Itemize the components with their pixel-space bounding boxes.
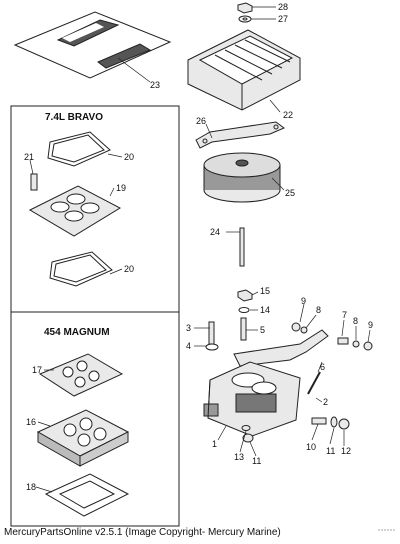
part-6-linkage-bracket	[233, 329, 329, 367]
callout-21: 21	[24, 152, 34, 162]
callout-27: 27	[278, 14, 288, 24]
part-8-bushing-right	[352, 340, 360, 348]
part-20-gasket-upper	[47, 131, 111, 167]
part-4-washer	[205, 343, 219, 351]
callout-8-left: 8	[316, 305, 321, 315]
part-24-stud	[239, 227, 245, 267]
callout-18: 18	[26, 482, 36, 492]
part-1-carburetor	[203, 361, 301, 437]
magnum-section-box	[10, 311, 180, 527]
part-2-rod	[307, 371, 321, 395]
part-18-gasket	[44, 473, 130, 517]
part-14-washer	[238, 307, 250, 313]
part-21-screw	[30, 173, 38, 191]
callout-12: 12	[341, 446, 351, 456]
callout-6: 6	[320, 362, 325, 372]
part-23-decal-sheet	[13, 11, 172, 79]
part-3-stud	[208, 321, 215, 345]
callout-17: 17	[32, 365, 42, 375]
section-title-bravo: 7.4L BRAVO	[45, 112, 103, 123]
callout-4: 4	[186, 341, 191, 351]
callout-1: 1	[212, 439, 217, 449]
callout-13: 13	[234, 452, 244, 462]
part-27-washer	[238, 15, 252, 23]
part-12-nut	[338, 418, 350, 430]
part-20-gasket-lower	[49, 251, 113, 287]
part-25-flame-arrestor	[203, 152, 281, 203]
callout-15: 15	[260, 286, 270, 296]
callout-7: 7	[342, 310, 347, 320]
part-11-nut-left	[242, 433, 254, 443]
callout-25: 25	[285, 188, 295, 198]
callout-19: 19	[116, 183, 126, 193]
callout-10: 10	[306, 442, 316, 452]
leader-lines	[29, 6, 371, 493]
callout-16: 16	[26, 417, 36, 427]
part-26-bracket	[195, 121, 285, 149]
part-7-ball-stud	[337, 337, 349, 345]
part-10-fitting	[311, 417, 327, 425]
part-5-stud	[240, 317, 247, 341]
callout-20-upper: 20	[124, 152, 134, 162]
callout-26: 26	[196, 116, 206, 126]
part-16-spacer-block	[36, 409, 130, 467]
callout-11-left: 11	[252, 456, 261, 466]
part-13-washer	[241, 425, 251, 431]
part-9-bushing-left	[291, 322, 301, 332]
part-28-nut	[237, 2, 253, 14]
part-19-spacer	[28, 185, 122, 237]
callout-14: 14	[260, 305, 270, 315]
callout-2: 2	[323, 397, 328, 407]
section-title-magnum: 454 MAGNUM	[44, 327, 110, 338]
callout-24: 24	[210, 227, 220, 237]
copyright-footer: MercuryPartsOnline v2.5.1 (Image Copyrig…	[4, 527, 281, 538]
callout-28: 28	[278, 2, 288, 12]
part-17-spacer-plate	[38, 353, 124, 397]
part-11-washer-right	[330, 416, 338, 428]
callout-9-right: 9	[368, 320, 373, 330]
part-8-bushing-left	[300, 326, 308, 334]
callout-22: 22	[283, 110, 293, 120]
part-22-flame-arrestor-cover	[187, 29, 301, 111]
part-9-nut-right	[363, 341, 373, 351]
callout-3: 3	[186, 323, 191, 333]
callout-23: 23	[150, 80, 160, 90]
callout-20-lower: 20	[124, 264, 134, 274]
callout-5: 5	[260, 325, 265, 335]
callout-11-right: 11	[326, 446, 335, 456]
callout-8-right: 8	[353, 316, 358, 326]
part-15-nut	[237, 289, 253, 302]
callout-9-left: 9	[301, 296, 306, 306]
